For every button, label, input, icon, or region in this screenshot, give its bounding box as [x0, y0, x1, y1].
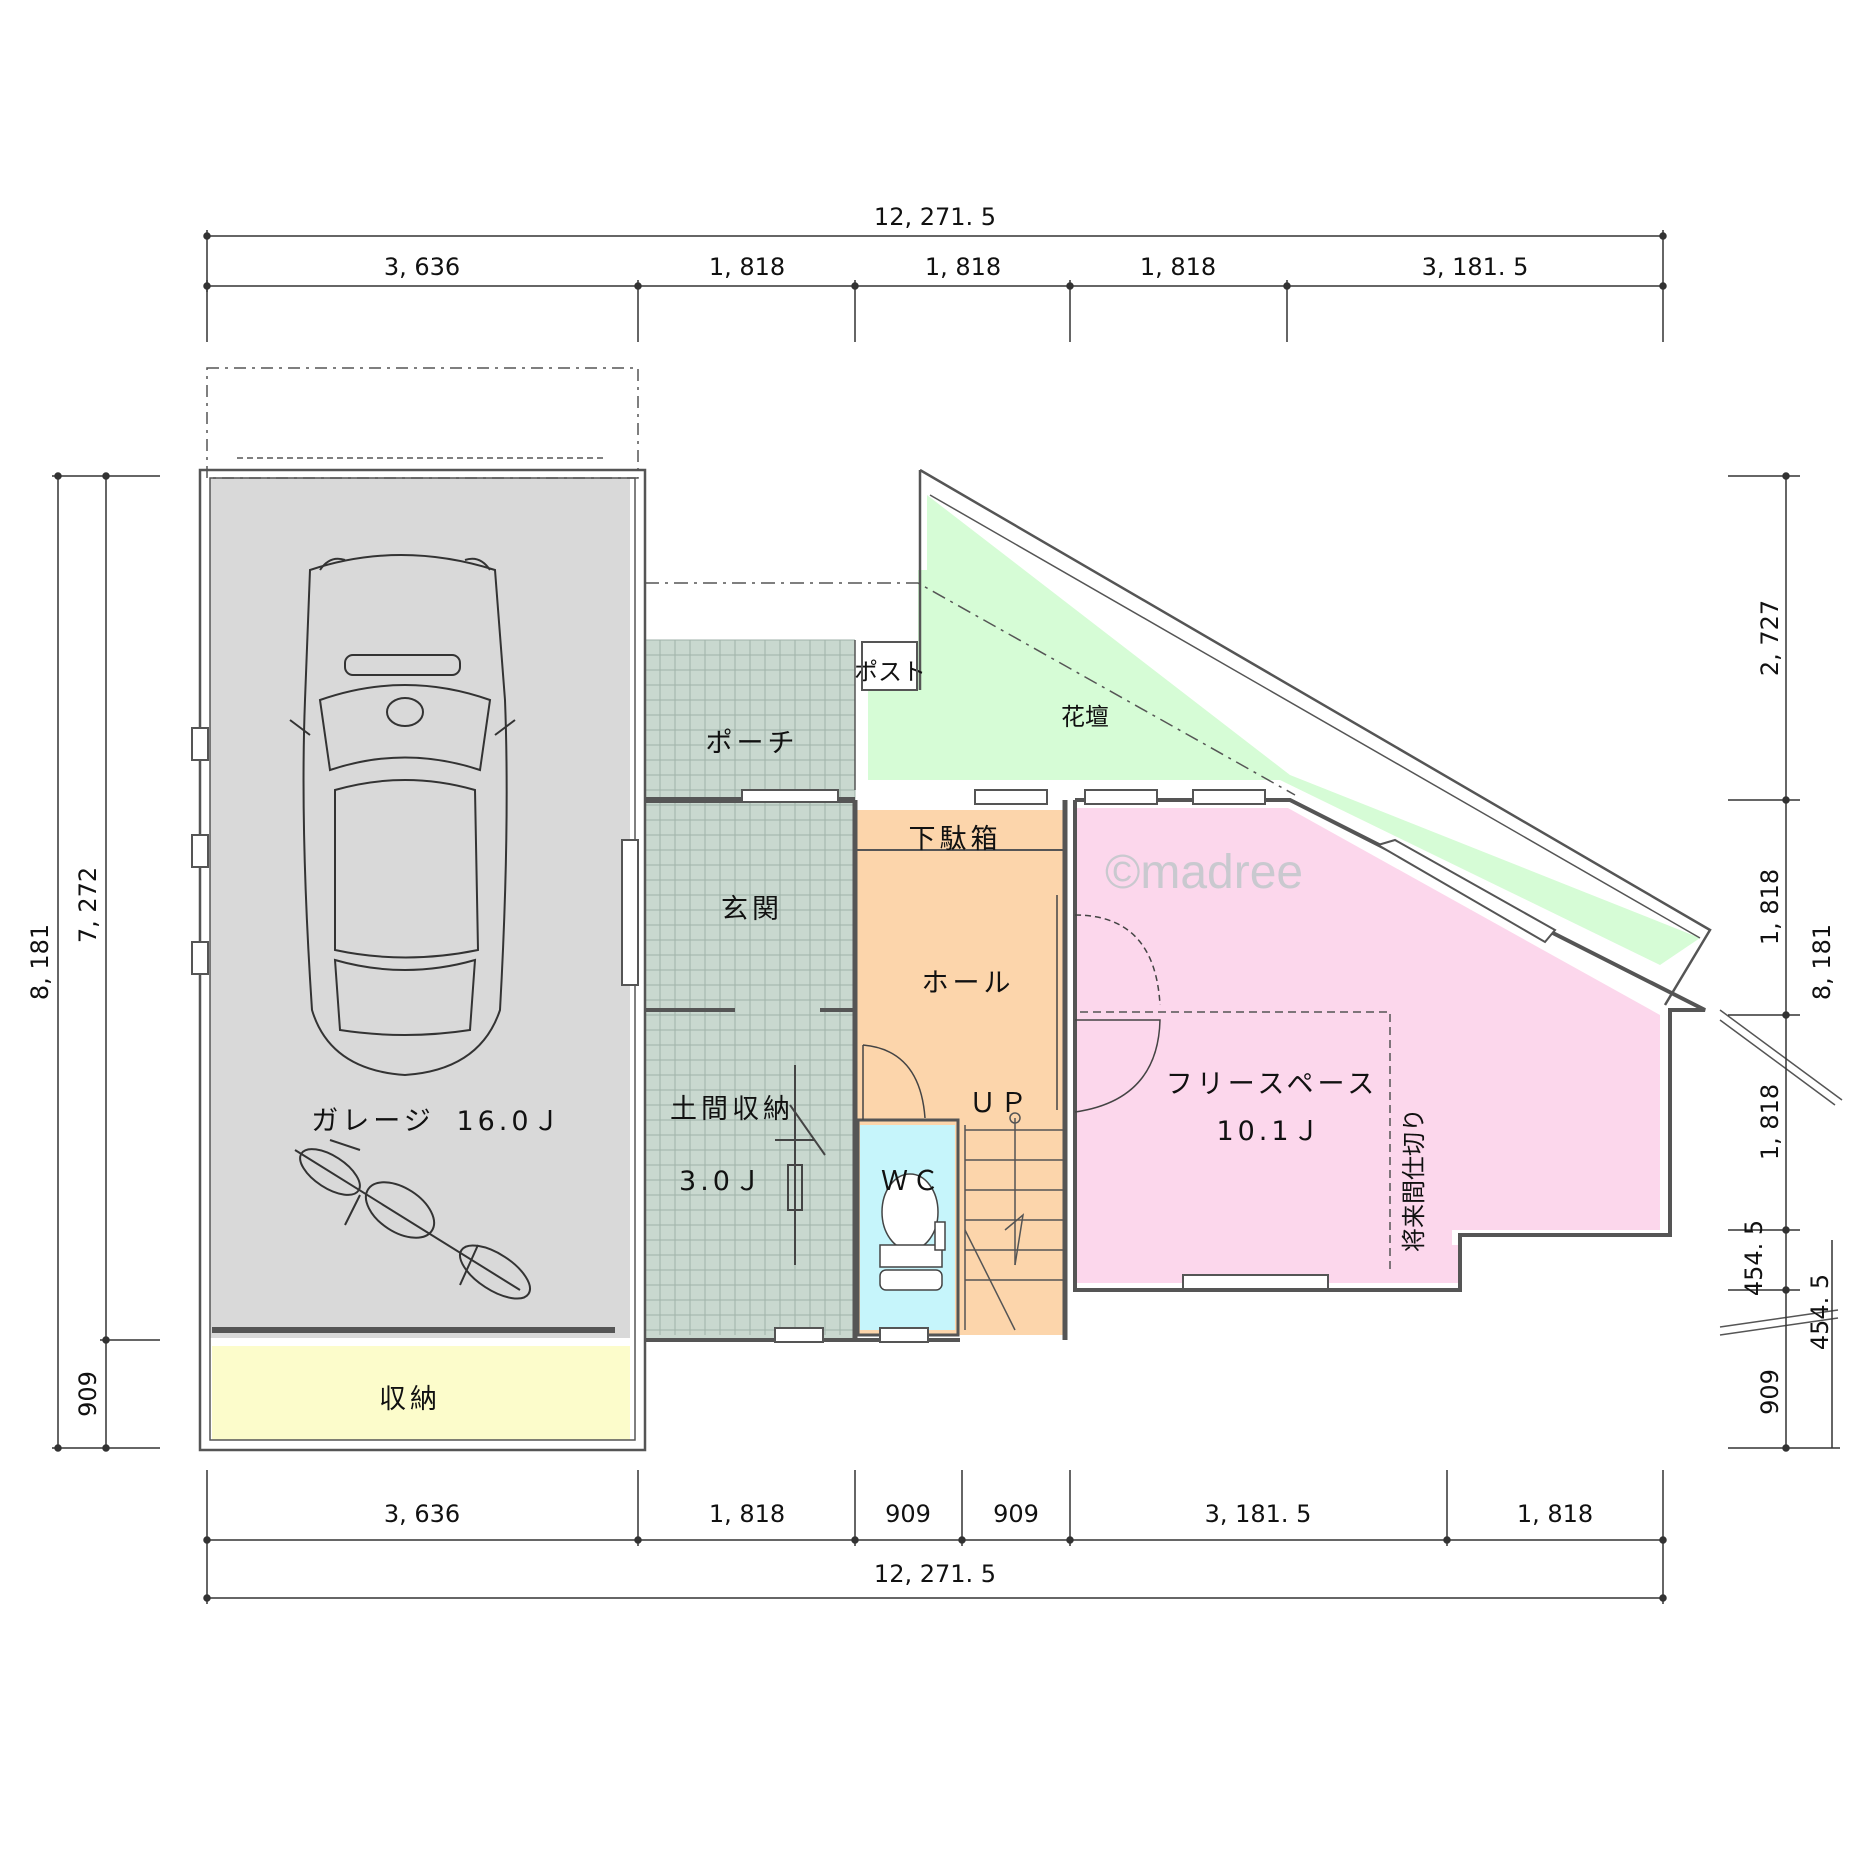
- dimension-labels: 12, 271. 5 3, 636 1, 818 1, 818 1, 818 3…: [26, 203, 1836, 1588]
- free-space-label: フリースペース: [1166, 1069, 1378, 1100]
- dim-top-4: 1, 818: [1140, 253, 1216, 281]
- dim-right-extra: 454. 5: [1806, 1274, 1834, 1350]
- up-label: ＵＰ: [969, 1088, 1031, 1119]
- dim-bottom-4: 909: [993, 1500, 1039, 1528]
- dim-top-total: 12, 271. 5: [874, 203, 996, 231]
- entrance-label: 玄関: [721, 894, 783, 925]
- dim-right-4: 454. 5: [1740, 1220, 1768, 1296]
- dim-bottom-total: 12, 271. 5: [874, 1560, 996, 1588]
- doors: [862, 895, 1161, 1120]
- dim-right-3: 1, 818: [1756, 1084, 1784, 1160]
- watermark: ©madree: [1105, 846, 1303, 899]
- flowerbed-label: 花壇: [1061, 703, 1109, 731]
- room-labels: ガレージ 16.0Ｊ 収納 ポーチ 玄関 土間収納 3.0Ｊ 下駄箱 ホール Ｕ…: [311, 658, 1428, 1415]
- storage-area: [212, 1346, 630, 1440]
- dim-top-1: 3, 636: [384, 253, 460, 281]
- dim-right-outer: 8, 181: [1808, 924, 1836, 1000]
- future-partition-label: 将来間仕切り: [1400, 1108, 1428, 1252]
- dim-bottom-5: 3, 181. 5: [1205, 1500, 1312, 1528]
- garage-area-label: 16.0Ｊ: [456, 1106, 563, 1137]
- stairs: [964, 1112, 1065, 1331]
- dim-left-outer: 8, 181: [26, 924, 54, 1000]
- dim-top-2: 1, 818: [709, 253, 785, 281]
- windows: [191, 727, 1557, 1343]
- dim-right-1: 2, 727: [1756, 600, 1784, 676]
- wc-label: ＷＣ: [881, 1166, 943, 1197]
- earth-storage-area-label: 3.0Ｊ: [679, 1166, 765, 1197]
- motorcycle-drawing: [294, 1139, 531, 1300]
- bicycle-drawing: [775, 1065, 826, 1265]
- room-fills: [210, 478, 1700, 1440]
- dim-bottom-6: 1, 818: [1517, 1500, 1593, 1528]
- hall-label: ホール: [922, 968, 1015, 999]
- shoe-box-label: 下駄箱: [909, 824, 1002, 855]
- storage-label: 収納: [379, 1384, 441, 1415]
- dim-bottom-1: 3, 636: [384, 1500, 460, 1528]
- dim-top-5: 3, 181. 5: [1422, 253, 1529, 281]
- dim-left-inner: 7, 272: [74, 867, 102, 943]
- post-label: ポスト: [854, 658, 926, 686]
- dim-right-5: 909: [1756, 1369, 1784, 1415]
- dim-left-lower: 909: [74, 1371, 102, 1417]
- flowerbed-area: [868, 495, 1700, 965]
- dim-bottom-2: 1, 818: [709, 1500, 785, 1528]
- dim-bottom-3: 909: [885, 1500, 931, 1528]
- dim-right-2: 1, 818: [1756, 869, 1784, 945]
- garage-area: [210, 478, 630, 1338]
- porch-label: ポーチ: [706, 728, 799, 759]
- earth-storage-label: 土間収納: [670, 1094, 794, 1125]
- toilet-fixture: [879, 1173, 946, 1291]
- dimension-lines: [52, 230, 1840, 1604]
- garage-label: ガレージ: [311, 1106, 434, 1137]
- post-box: [861, 641, 918, 691]
- car-drawing: [289, 554, 516, 1077]
- free-space-area: [1075, 808, 1660, 1283]
- dim-top-3: 1, 818: [925, 253, 1001, 281]
- free-space-area-label: 10.1Ｊ: [1216, 1116, 1323, 1147]
